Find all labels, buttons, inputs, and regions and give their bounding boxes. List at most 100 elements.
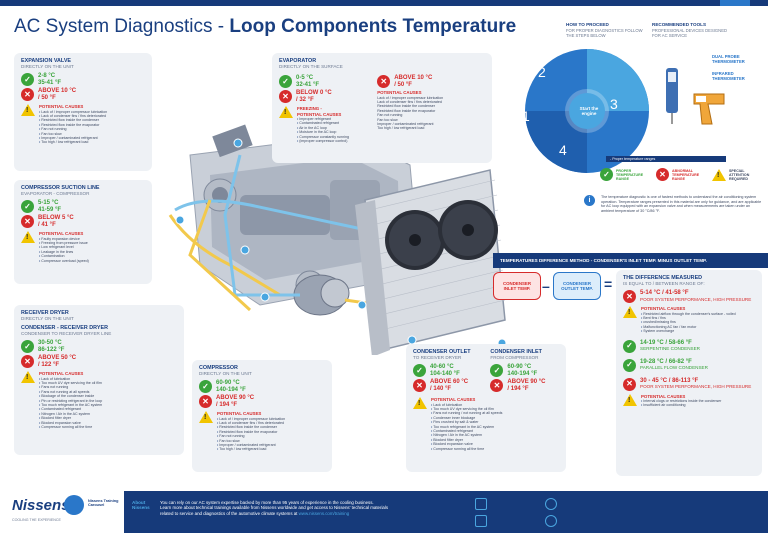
bad-value-c: ABOVE 90 °C (507, 379, 546, 385)
ok-value-c: 60-90 °C (216, 380, 240, 386)
nissens-logo: Nissens (12, 497, 70, 514)
cross-icon: ✕ (21, 88, 34, 101)
ok-value-f: 140-194 °F (507, 370, 538, 377)
cause-item: Restricted airflow through the condenser… (641, 312, 735, 316)
cross-icon: ✕ (21, 215, 34, 228)
cause-item: Lack of / improper compressor lubricatio… (39, 110, 107, 114)
potential-causes: ! FREEZING - POTENTIAL CAUSES Improper r… (279, 106, 367, 143)
tools-subheading: PROFESSIONAL DEVICES DESIGNED FOR AC SER… (652, 28, 728, 38)
status-bad: ✕ BELOW 0 °C/ 32 °F (279, 90, 367, 103)
check-icon: ✓ (490, 364, 504, 377)
step-number: 1 (522, 108, 530, 124)
cause-item: Fan too slow (377, 117, 398, 122)
cause-item: Blocked expansion valve (39, 421, 102, 425)
panel-subtitle: FROM COMPRESSOR (490, 355, 539, 360)
cross-icon: ✕ (656, 168, 669, 181)
cause-item: Fans not running / not running at all sp… (431, 411, 502, 415)
cross-icon: ✕ (413, 379, 426, 392)
ok-value-f: 32-41 °F (296, 81, 320, 88)
cause-item: Improper / contaminated refrigerant (377, 121, 434, 126)
cause-item: System overcharge (641, 329, 736, 333)
status-bad: ✕ ABOVE 60 °C/ 140 °F (413, 379, 484, 392)
legend-row: ✓ PROPER TEMPERATURE RANGE ✕ ABNORMAL TE… (600, 168, 755, 181)
panel-subtitle: EVAPORATOR - COMPRESSOR (21, 191, 90, 196)
bad-value-c: ABOVE 10 °C (38, 88, 77, 94)
step-number: 3 (610, 96, 618, 112)
cause-item: Fans not running at all speeds (39, 390, 102, 394)
cause-item: Leakage in the lines (39, 250, 89, 254)
cause-item: Too high / low refrigerant load (39, 140, 107, 144)
bad-value-c: ABOVE 10 °C (394, 75, 433, 81)
cause-item: Too high / low refrigerant load (217, 447, 285, 451)
legend-ok: ✓ PROPER TEMPERATURE RANGE (600, 168, 643, 181)
cause-item: Lack of / improper compressor lubricatio… (217, 417, 285, 421)
ok-value-c: 0-5 °C (296, 75, 314, 81)
cause-item: Lack of condenser fins / fins deteriorat… (377, 99, 442, 104)
bad-value-f: / 194 °F (507, 385, 529, 392)
warning-icon: ! (279, 106, 293, 118)
cause-item: Malfunctioning AC fan / fan motor (641, 325, 736, 329)
ok-value-c: 5-15 °C (38, 200, 59, 206)
info-text: The temperature diagnostic is one of fas… (601, 195, 762, 213)
ok-value-c: 2-8 °C (38, 73, 56, 79)
check-icon: ✓ (279, 75, 292, 88)
cross-icon: ✕ (199, 395, 212, 408)
cause-item: Bent fins / fins (641, 316, 736, 320)
cause-item: Contaminated refrigerant (39, 407, 102, 411)
panel-diff-results: THE DIFFERENCE MEASURED IS EQUAL TO / BE… (616, 270, 762, 476)
panel-title: COMPRESSOR SUCTION LINE (21, 185, 100, 191)
page-title-bold: Loop Components Temperature (229, 16, 517, 37)
panel-compressor: COMPRESSOR DIRECTLY ON THE UNIT ✓ 60-90 … (192, 360, 332, 472)
bad-value-f: / 50 °F (38, 94, 56, 101)
panel-subtitle: DIRECTLY ON THE UNIT (21, 64, 74, 69)
cause-item: crushed/missing fins (641, 320, 736, 324)
bad-value-f: / 122 °F (38, 361, 60, 368)
panel-title: CONDENSER OUTLET (413, 349, 471, 355)
training-link[interactable]: www.nissens.com/training (298, 510, 350, 516)
cause-item: Insufficient air conditioning (641, 403, 721, 407)
check-icon: ✓ (199, 380, 212, 393)
panel-evaporator: EVAPORATOR DIRECTLY ON THE SURFACE ✓ 0-5… (272, 53, 492, 163)
cause-item: Restricted flow inside the condenser (217, 425, 285, 429)
bad-value-c: ABOVE 60 °C (430, 379, 469, 385)
cause-item: Lack of condenser fins / fins deteriorat… (39, 114, 107, 118)
ok-value-c: 40-60 °C (430, 364, 454, 370)
status-bad: ✕ BELOW 5 °C/ 41 °F (21, 215, 145, 228)
cause-item: Pin or restricting refrigerant in the lo… (39, 399, 102, 403)
panel-subtitle: IS EQUAL TO / BETWEEN RANGE OF: (623, 281, 705, 286)
check-icon: ✓ (413, 364, 426, 377)
howto-section: HOW TO PROCEED FOR PROPER DIAGNOSTICS FO… (522, 16, 760, 173)
cause-item: Fan not running (377, 113, 403, 118)
minus-sign: – (542, 278, 550, 294)
dual-probe-thermometer-icon (666, 68, 678, 124)
cause-item: Blocked filter dryer (39, 416, 102, 420)
cause-item: Restricted flow inside the condenser (377, 104, 435, 109)
cooling-fans (385, 200, 498, 270)
cause-item: Too much UV dye servicing the oil film (39, 381, 102, 385)
tools-heading: RECOMMENDED TOOLS (652, 22, 707, 27)
info-box: i The temperature diagnostic is one of f… (584, 195, 762, 235)
bad-value-f: / 194 °F (216, 401, 238, 408)
cause-item: Fans not running (39, 385, 102, 389)
cause-item: Lack of lubrication (431, 403, 502, 407)
check-icon: ✓ (623, 339, 636, 353)
panel-subtitle: DIRECTLY ON THE UNIT (21, 316, 74, 321)
panel-title: RECEIVER DRYER (21, 310, 69, 316)
cause-item: Blocked expansion valve (431, 442, 502, 446)
cause-item: Nitrogen / Air in the AC system (431, 433, 502, 437)
cause-item: Fan too slow (217, 439, 285, 443)
contact-icon (475, 515, 487, 527)
cause-item: Too much UV dye servicing the oil film (431, 407, 502, 411)
cause-item: Compressor overload (speed) (39, 259, 89, 263)
cause-item: Restricted flow inside the evaporator (377, 108, 436, 113)
causes-heading: POTENTIAL CAUSES (217, 411, 262, 416)
step-number: 2 (538, 64, 546, 80)
training-carousel-label: Nissens Training Carousel (88, 499, 119, 507)
causes-heading: POTENTIAL CAUSES (297, 111, 342, 117)
panel-title: COMPRESSOR (199, 365, 238, 371)
info-icon: i (584, 195, 595, 206)
condenser-outlet: CONDENSER OUTLET TO RECEIVER DRYER ✓ 40-… (413, 349, 484, 394)
